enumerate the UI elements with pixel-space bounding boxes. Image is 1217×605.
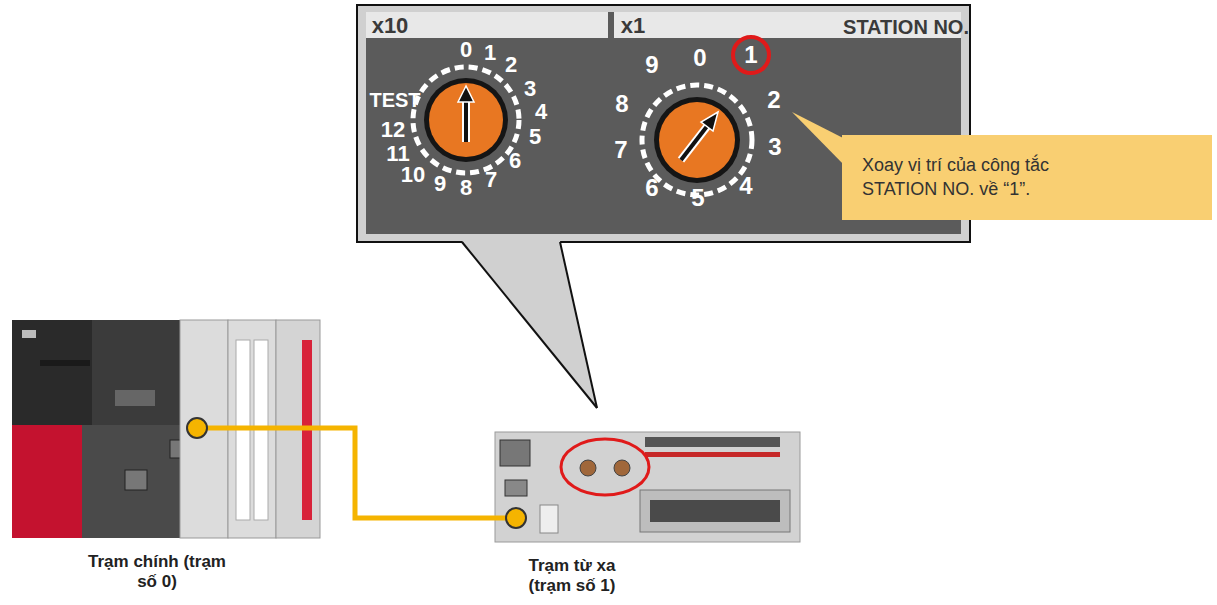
- callout-text: Xoay vị trí của công tắc STATION NO. về …: [862, 142, 1124, 213]
- rotary-switch-x10: [413, 67, 519, 173]
- dial-number: 1: [484, 42, 496, 64]
- rotary-switch-x1: [642, 37, 769, 195]
- network-cable: [320, 428, 495, 518]
- remote-io-illustration: [495, 432, 800, 542]
- dial-number: 12: [381, 119, 405, 141]
- dial-number: 7: [614, 138, 627, 162]
- dial-number: 9: [434, 173, 446, 195]
- dial-number: TEST: [369, 90, 420, 110]
- dial-number: 2: [505, 54, 517, 76]
- dial-number: 8: [615, 92, 628, 116]
- header-label: x1: [621, 15, 645, 37]
- dial-number: 6: [509, 150, 521, 172]
- dial-number: 4: [535, 101, 547, 123]
- dial-number: 2: [767, 88, 780, 112]
- header-label: STATION NO.: [843, 17, 969, 37]
- dial-number: 3: [524, 78, 536, 100]
- dial-number: 0: [460, 39, 472, 61]
- station-caption: Trạm từ xa (trạm số 1): [507, 556, 637, 597]
- main-station: Trạm chính (trạm số 0): [10, 318, 320, 540]
- dial-number: 5: [529, 126, 541, 148]
- callout-pointer: [792, 112, 847, 168]
- plc-illustration: [12, 320, 320, 538]
- dial-number: 1: [744, 43, 757, 67]
- dial-number: 9: [645, 53, 658, 77]
- dial-number: 0: [693, 46, 706, 70]
- dial-number: 11: [386, 143, 409, 165]
- dial-number: 4: [739, 174, 752, 198]
- dial-number: 6: [645, 176, 658, 200]
- header-label: x10: [372, 15, 409, 37]
- dial-number: 7: [485, 169, 497, 191]
- dial-number: 3: [768, 135, 781, 159]
- remote-station: Trạm từ xa (trạm số 1): [495, 432, 800, 542]
- dial-number: 5: [691, 186, 704, 210]
- callout-box: Xoay vị trí của công tắc STATION NO. về …: [842, 135, 1212, 220]
- station-caption: Trạm chính (trạm số 0): [82, 552, 232, 593]
- dial-number: 10: [401, 164, 425, 186]
- dial-number: 8: [460, 177, 472, 199]
